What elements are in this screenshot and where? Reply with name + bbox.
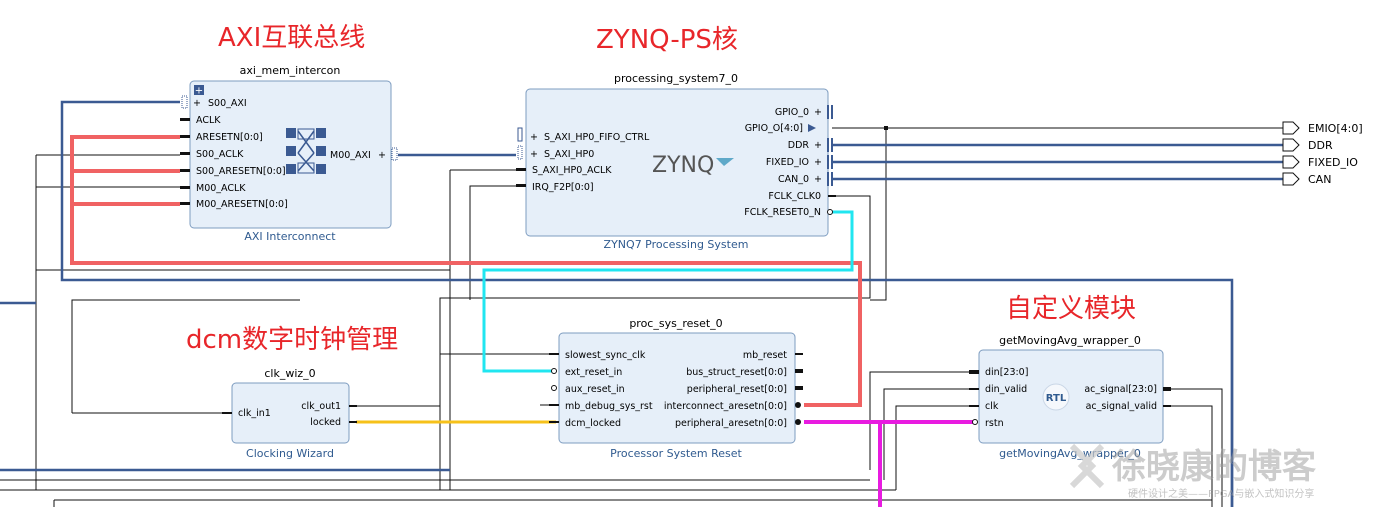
svg-text:aux_reset_in: aux_reset_in xyxy=(565,384,625,395)
svg-text:rstn: rstn xyxy=(985,418,1004,429)
processor-system-reset-block[interactable]: proc_sys_reset_0 Processor System Reset … xyxy=(549,317,803,460)
svg-text:M00_AXI: M00_AXI xyxy=(330,150,371,161)
svg-text:locked: locked xyxy=(310,417,341,428)
get-moving-avg-block[interactable]: getMovingAvg_wrapper_0 getMovingAvg_wrap… xyxy=(969,334,1171,460)
svg-text:peripheral_aresetn[0:0]: peripheral_aresetn[0:0] xyxy=(675,418,787,429)
port-emio[interactable]: EMIO[4:0] xyxy=(1308,122,1363,135)
svg-text:ZYNQ: ZYNQ xyxy=(652,153,714,178)
svg-text:ACLK: ACLK xyxy=(196,115,221,126)
svg-text:GPIO_O[4:0]: GPIO_O[4:0] xyxy=(745,123,803,134)
axi-interconnect-block[interactable]: axi_mem_intercon + AXI Interconnect S00_… xyxy=(180,64,398,243)
right-pins: mb_reset bus_struct_reset[0:0] periphera… xyxy=(664,350,787,429)
port-ddr[interactable]: DDR xyxy=(1308,139,1333,152)
svg-text:S_AXI_HP0_FIFO_CTRL: S_AXI_HP0_FIFO_CTRL xyxy=(544,132,650,143)
svg-text:M00_ACLK: M00_ACLK xyxy=(196,183,246,194)
block-name: processing_system7_0 xyxy=(614,72,738,85)
svg-text:+: + xyxy=(195,86,203,97)
svg-text:clk: clk xyxy=(985,401,999,412)
left-pins: din[23:0] din_valid clk rstn xyxy=(985,367,1028,429)
watermark-logo-icon xyxy=(1069,443,1105,489)
block-name: getMovingAvg_wrapper_0 xyxy=(999,334,1141,347)
svg-text:RTL: RTL xyxy=(1046,393,1067,404)
svg-text:clk_in1: clk_in1 xyxy=(238,408,271,419)
svg-text:S00_AXI: S00_AXI xyxy=(208,98,247,109)
block-name: axi_mem_intercon xyxy=(240,64,341,77)
svg-text:+: + xyxy=(530,132,538,143)
svg-text:ARESETN[0:0]: ARESETN[0:0] xyxy=(196,132,263,143)
plus-icon: + xyxy=(193,98,201,109)
svg-text:din[23:0]: din[23:0] xyxy=(985,367,1028,378)
expand-icon[interactable] xyxy=(194,85,204,95)
svg-text:S00_ARESETN[0:0]: S00_ARESETN[0:0] xyxy=(196,166,286,177)
annotation-custom-module: 自定义模块 xyxy=(1006,294,1136,324)
svg-text:S00_ACLK: S00_ACLK xyxy=(196,149,244,160)
zynq-processing-system-block[interactable]: processing_system7_0 ZYNQ7 Processing Sy… xyxy=(516,72,836,251)
svg-text:+: + xyxy=(814,140,822,151)
svg-text:din_valid: din_valid xyxy=(985,384,1027,395)
watermark: 徐晓康的博客 硬件设计之美——FPGA与嵌入式知识分享 xyxy=(1069,443,1316,500)
annotation-axi-bus: AXI互联总线 xyxy=(218,23,365,53)
svg-text:mb_debug_sys_rst: mb_debug_sys_rst xyxy=(565,401,653,412)
svg-text:peripheral_reset[0:0]: peripheral_reset[0:0] xyxy=(687,384,787,395)
svg-text:interconnect_aresetn[0:0]: interconnect_aresetn[0:0] xyxy=(664,401,787,412)
svg-text:bus_struct_reset[0:0]: bus_struct_reset[0:0] xyxy=(686,367,787,378)
block-subtitle: Clocking Wizard xyxy=(246,447,334,460)
zynq-logo: ZYNQ xyxy=(652,153,734,178)
svg-text:GPIO_0: GPIO_0 xyxy=(775,107,809,118)
svg-text:FIXED_IO: FIXED_IO xyxy=(766,157,809,168)
external-ports: EMIO[4:0] DDR FIXED_IO CAN xyxy=(1282,121,1363,186)
block-name: proc_sys_reset_0 xyxy=(629,317,722,330)
svg-text:DDR: DDR xyxy=(788,140,810,151)
port-can[interactable]: CAN xyxy=(1308,173,1331,186)
svg-text:硬件设计之美——FPGA与嵌入式知识分享: 硬件设计之美——FPGA与嵌入式知识分享 xyxy=(1128,487,1314,500)
clocking-wizard-block[interactable]: clk_wiz_0 Clocking Wizard clk_in1 clk_ou… xyxy=(222,367,357,460)
block-subtitle: ZYNQ7 Processing System xyxy=(604,238,749,251)
svg-text:slowest_sync_clk: slowest_sync_clk xyxy=(565,350,646,361)
svg-text:+: + xyxy=(814,107,822,118)
svg-text:+: + xyxy=(814,174,822,185)
block-name: clk_wiz_0 xyxy=(264,367,315,380)
left-pins: S_AXI_HP0_FIFO_CTRL S_AXI_HP0 S_AXI_HP0_… xyxy=(532,132,650,193)
bus-nets xyxy=(0,100,1283,507)
svg-text:ac_signal[23:0]: ac_signal[23:0] xyxy=(1084,384,1157,395)
svg-text:clk_out1: clk_out1 xyxy=(301,401,341,412)
highlighted-nets xyxy=(70,135,975,507)
left-pins: S00_AXI ACLK ARESETN[0:0] S00_ACLK S00_A… xyxy=(196,98,288,210)
svg-text:+: + xyxy=(814,157,822,168)
right-pins: GPIO_0 GPIO_O[4:0] DDR FIXED_IO CAN_0 FC… xyxy=(744,107,821,218)
annotation-zynq-ps: ZYNQ-PS核 xyxy=(596,25,738,55)
svg-text:S_AXI_HP0_ACLK: S_AXI_HP0_ACLK xyxy=(532,165,612,176)
svg-text:FCLK_CLK0: FCLK_CLK0 xyxy=(768,191,821,202)
signal-nets xyxy=(0,126,1283,507)
svg-text:FCLK_RESET0_N: FCLK_RESET0_N xyxy=(744,207,821,218)
svg-text:ext_reset_in: ext_reset_in xyxy=(565,367,622,378)
rtl-icon: RTL xyxy=(1042,383,1070,411)
block-subtitle: AXI Interconnect xyxy=(244,230,336,243)
block-subtitle: getMovingAvg_wrapper_0 xyxy=(999,447,1141,460)
svg-text:+: + xyxy=(378,150,386,161)
svg-text:mb_reset: mb_reset xyxy=(743,350,787,361)
block-subtitle: Processor System Reset xyxy=(610,447,742,460)
svg-text:dcm_locked: dcm_locked xyxy=(565,418,621,429)
crossbar-icon xyxy=(286,128,326,174)
svg-text:ac_signal_valid: ac_signal_valid xyxy=(1086,401,1157,412)
svg-text:徐晓康的博客: 徐晓康的博客 xyxy=(1111,447,1316,487)
annotation-dcm: dcm数字时钟管理 xyxy=(186,325,398,355)
svg-text:CAN_0: CAN_0 xyxy=(778,174,809,185)
port-fixed-io[interactable]: FIXED_IO xyxy=(1308,156,1358,169)
svg-text:IRQ_F2P[0:0]: IRQ_F2P[0:0] xyxy=(532,182,594,193)
left-pins: slowest_sync_clk ext_reset_in aux_reset_… xyxy=(565,350,653,429)
svg-text:M00_ARESETN[0:0]: M00_ARESETN[0:0] xyxy=(196,199,288,210)
svg-text:S_AXI_HP0: S_AXI_HP0 xyxy=(544,149,594,160)
svg-text:+: + xyxy=(530,149,538,160)
